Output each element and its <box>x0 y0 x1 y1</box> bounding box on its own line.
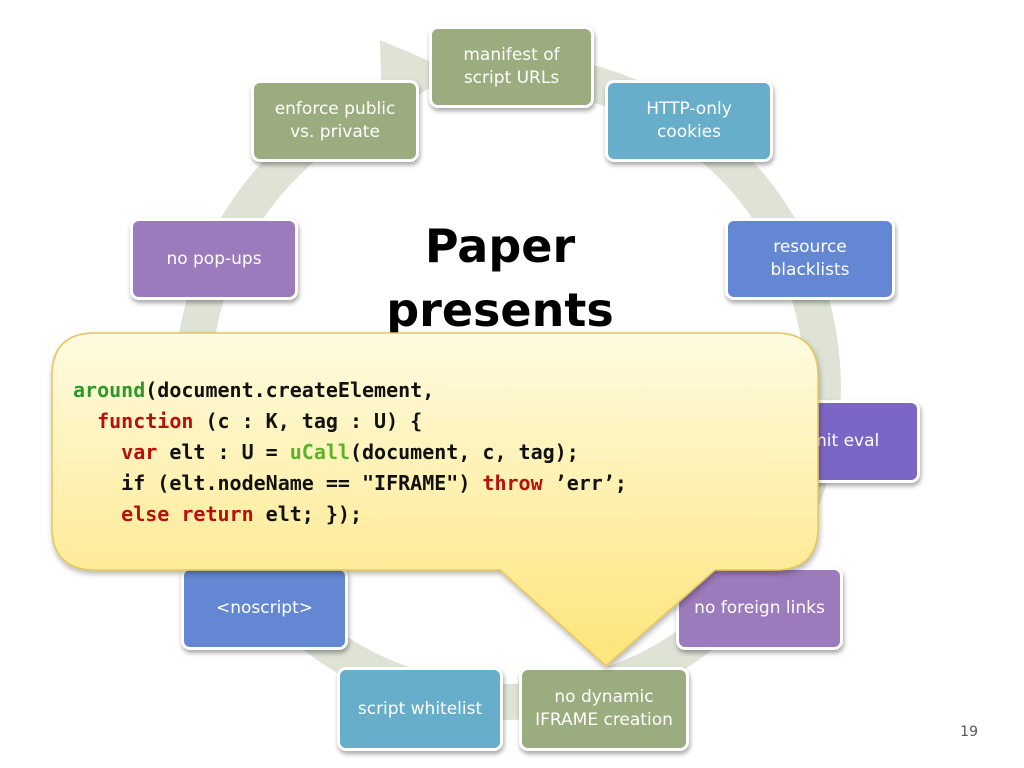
code-text: elt : U = <box>157 440 290 464</box>
code-line-5: else return elt; }); <box>73 502 362 526</box>
cycle-item-manifest-of-script-urls[interactable]: manifest of script URLs <box>429 26 594 108</box>
code-text: ’err’; <box>542 471 627 495</box>
code-line-3: var elt : U = uCall(document, c, tag); <box>73 440 579 464</box>
code-indent <box>73 409 97 433</box>
code-text: if (elt.nodeName == "IFRAME") <box>121 471 483 495</box>
cycle-item-http-only-cookies[interactable]: HTTP-only cookies <box>605 80 773 162</box>
code-line-4: if (elt.nodeName == "IFRAME") throw ’err… <box>73 471 627 495</box>
code-keyword-throw: throw <box>482 471 543 495</box>
cycle-item-no-dynamic-iframe[interactable]: no dynamic IFRAME creation <box>519 667 689 751</box>
cycle-item-enforce-public-private[interactable]: enforce public vs. private <box>251 80 419 162</box>
code-keyword-var: var <box>121 440 158 464</box>
code-text: elt; }); <box>253 502 362 526</box>
center-title-line1: Paper <box>424 219 576 273</box>
code-callout-bubble <box>51 332 819 668</box>
code-keyword-else-return: else return <box>121 502 254 526</box>
page-number: 19 <box>960 724 978 740</box>
center-title-line2: presents <box>386 283 614 337</box>
code-text: (document, c, tag); <box>349 440 579 464</box>
cycle-item-script-whitelist[interactable]: script whitelist <box>337 667 503 751</box>
code-keyword-around: around <box>73 378 146 402</box>
code-indent <box>73 440 121 464</box>
cycle-item-no-pop-ups[interactable]: no pop-ups <box>130 218 298 300</box>
code-snippet: around(document.createElement, function … <box>73 375 627 530</box>
cycle-item-resource-blacklists[interactable]: resource blacklists <box>725 218 895 300</box>
code-text: (c : K, tag : U) { <box>193 409 423 433</box>
code-line-1: around(document.createElement, <box>73 378 434 402</box>
code-line-2: function (c : K, tag : U) { <box>73 409 422 433</box>
code-function-ucall: uCall <box>289 440 350 464</box>
code-text: (document.createElement, <box>145 378 435 402</box>
code-indent <box>73 471 121 495</box>
code-indent <box>73 502 121 526</box>
cycle-item-noscript[interactable]: <noscript> <box>181 567 348 650</box>
code-keyword-function: function <box>97 409 194 433</box>
center-title: Paper presents <box>380 214 620 342</box>
